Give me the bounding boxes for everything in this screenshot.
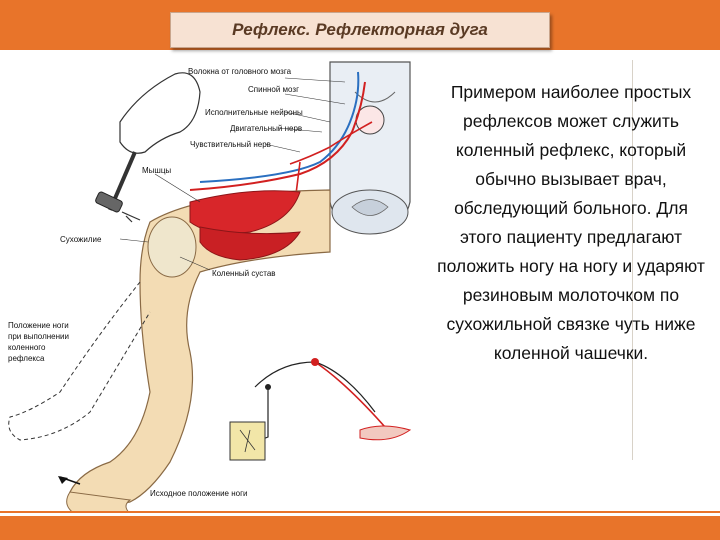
neuron-diagram xyxy=(229,358,412,461)
label-knee-joint: Коленный сустав xyxy=(212,269,276,278)
decorative-divider xyxy=(632,60,633,460)
label-executive-neurons: Исполнительные нейроны xyxy=(205,108,303,117)
label-brain-fibers: Волокна от головного мозга xyxy=(188,67,292,76)
label-initial-position: Исходное положение ноги xyxy=(150,489,247,498)
label-tendon: Сухожилие xyxy=(60,235,102,244)
bottom-accent-band xyxy=(0,516,720,540)
doctor-hand-hammer xyxy=(95,72,201,223)
raised-leg-outline xyxy=(8,281,151,441)
label-leg-position-line1: Положение ноги xyxy=(8,321,69,330)
body-text: Примером наиболее простых рефлексов може… xyxy=(437,82,705,363)
leg-figure xyxy=(66,189,331,512)
label-motor-nerve: Двигательный нерв xyxy=(230,124,302,133)
label-leg-position-line3: коленного xyxy=(8,343,46,352)
label-spinal-cord: Спинной мозг xyxy=(248,85,299,94)
label-sensory-nerve: Чувствительный нерв xyxy=(190,140,271,149)
slide-title: Рефлекс. Рефлекторная дуга xyxy=(232,20,488,39)
label-leg-position-line4: рефлекса xyxy=(8,354,45,363)
label-leader-lines xyxy=(119,77,346,271)
knee-reflex-illustration: Волокна от головного мозга Спинной мозг … xyxy=(8,61,412,512)
label-leg-position-line2: при выполнении xyxy=(8,332,69,341)
movement-arrow-head xyxy=(58,476,68,484)
label-muscles: Мышцы xyxy=(142,166,171,175)
bottom-accent-line xyxy=(0,511,720,513)
title-box: Рефлекс. Рефлекторная дуга xyxy=(170,12,550,48)
